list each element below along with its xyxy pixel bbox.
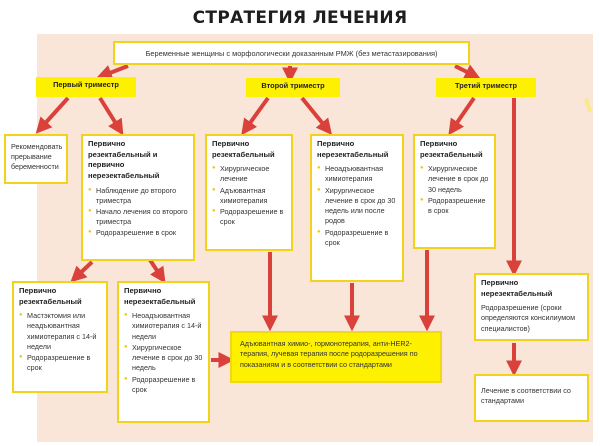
- second-unresectable-item: Хирургическое лечение в срок до 30 недел…: [317, 186, 397, 227]
- first-combined-box: Первично резектабельный и первично нерез…: [81, 134, 195, 261]
- top-box: Беременные женщины с морфологически дока…: [113, 41, 470, 65]
- third-resectable-head: Первично резектабельный: [420, 139, 483, 159]
- first-resectable-item: Родоразрешение в срок: [19, 353, 101, 373]
- termination-box: Рекомендовать прерывание беременности: [4, 134, 68, 184]
- page-title: СТРАТЕГИЯ ЛЕЧЕНИЯ: [192, 8, 408, 28]
- first-combined-item: Наблюдение до второго триместра: [88, 186, 188, 206]
- arrow-to-first-trimester: [96, 64, 129, 81]
- arrow-to-first-resectable: [70, 260, 94, 283]
- first-resectable-box: Первично резектабельный Мастэктомия или …: [12, 281, 108, 393]
- standards-text: Лечение в соответствии со стандартами: [481, 386, 571, 406]
- arrow-to-third-trimester: [454, 64, 481, 79]
- second-unresectable-head: Первично нерезектабельный: [317, 139, 389, 159]
- third-unresectable-head: Первично нерезектабельный: [481, 278, 553, 298]
- third-unresectable-box: Первично нерезектабельный Родоразрешение…: [474, 273, 589, 341]
- first-unresectable-item: Хирургическое лечение в срок до 30 недел…: [124, 343, 203, 374]
- second-resectable-item: Родоразрешение в срок: [212, 207, 286, 227]
- second-resectable-head: Первично резектабельный: [212, 139, 275, 159]
- first-unresectable-item: Неоадъювантная химиотерапия с 14-й недел…: [124, 311, 203, 342]
- termination-text: Рекомендовать прерывание беременности: [11, 142, 63, 172]
- second-resectable-item: Хирургическое лечение: [212, 164, 286, 184]
- arrow-to-first-combined: [98, 96, 124, 136]
- arrow-to-third-resectable: [448, 96, 476, 136]
- first-combined-item: Родоразрешение в срок: [88, 228, 188, 238]
- adjuvant-therapy-box: Адъювантная химио-, гормонотерапия, анти…: [230, 331, 442, 383]
- third-resectable-item: Родоразрешение в срок: [420, 196, 489, 216]
- third-unresectable-text: Родоразрешение (сроки определяются конси…: [481, 303, 576, 333]
- arrow-to-second-unresectable: [300, 96, 333, 135]
- second-unresectable-box: Первично нерезектабельный Неоадъювантная…: [310, 134, 404, 282]
- first-combined-item: Начало лечения со второго триместра: [88, 207, 188, 227]
- arrow-to-first-unresectable: [148, 258, 166, 284]
- first-resectable-item: Мастэктомия или неадъювантная химиотерап…: [19, 311, 101, 352]
- first-unresectable-box: Первично нерезектабельный Неоадъювантная…: [117, 281, 210, 423]
- first-resectable-head: Первично резектабельный: [19, 286, 82, 306]
- second-resectable-box: Первично резектабельный Хирургическое ле…: [205, 134, 293, 251]
- third-trimester-label: Третий триместр: [436, 78, 536, 97]
- arrow-to-termination: [35, 96, 70, 134]
- second-trimester-label: Второй триместр: [246, 78, 340, 97]
- second-unresectable-item: Родоразрешение в срок: [317, 228, 397, 248]
- arrow-to-second-resectable: [241, 96, 270, 136]
- third-resectable-item: Хирургическое лечение в срок до 30 недел…: [420, 164, 489, 195]
- standards-box: Лечение в соответствии со стандартами: [474, 374, 589, 422]
- first-combined-head: Первично резектабельный и первично нерез…: [88, 139, 160, 180]
- first-unresectable-item: Родоразрешение в срок: [124, 375, 203, 395]
- third-resectable-box: Первично резектабельный Хирургическое ле…: [413, 134, 496, 249]
- top-box-text: Беременные женщины с морфологически дока…: [145, 49, 438, 58]
- first-trimester-label: Первый триместр: [36, 77, 136, 97]
- second-resectable-item: Адъювантная химиотерапия: [212, 186, 286, 206]
- first-unresectable-head: Первично нерезектабельный: [124, 286, 196, 306]
- second-unresectable-item: Неоадъювантная химиотерапия: [317, 164, 397, 184]
- adjuvant-therapy-text: Адъювантная химио-, гормонотерапия, анти…: [240, 339, 418, 369]
